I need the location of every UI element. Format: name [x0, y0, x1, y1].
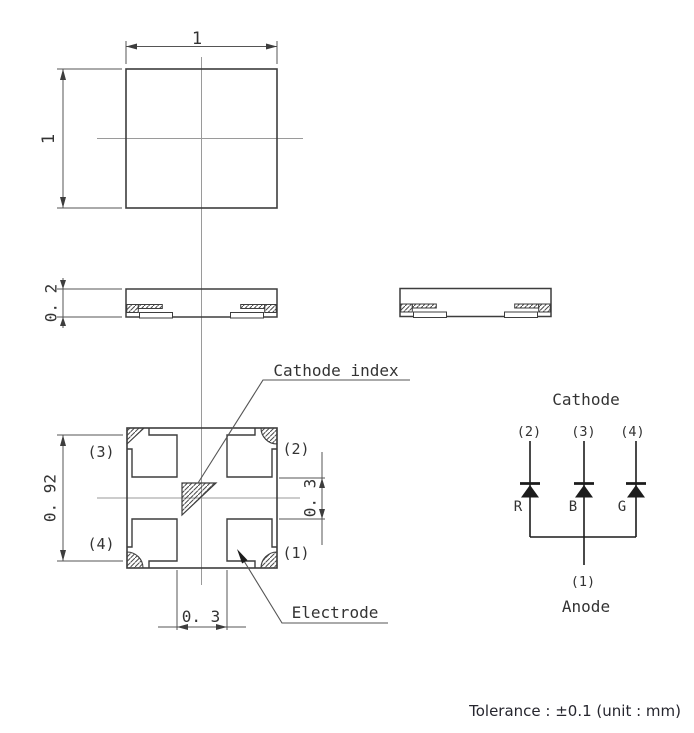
electrode-foot-left — [413, 311, 447, 318]
electrode-layer-right — [514, 303, 540, 309]
tolerance-note: Tolerance : ±0.1 (unit : mm) — [468, 702, 681, 720]
electrode-label: Electrode — [292, 603, 379, 622]
side-view-right — [399, 287, 552, 318]
cathode-index-label: Cathode index — [273, 361, 399, 380]
dim-gap-bottom — [158, 570, 246, 630]
electrode-callout: Electrode — [237, 549, 388, 624]
electrode-pads — [127, 428, 277, 568]
dim-pad-extent-value: 0. 92 — [41, 474, 60, 522]
electrode-layer-left — [137, 304, 163, 309]
electrode-layer-right — [240, 304, 266, 309]
electrode-section-right — [538, 303, 551, 313]
diode-b-triangle — [575, 485, 593, 498]
top-view: 1 1 — [39, 29, 278, 209]
electrode-section-left — [400, 303, 413, 313]
corner-mark-top-left — [126, 427, 146, 446]
dim-top-height — [57, 68, 122, 209]
electrode-section-left — [126, 304, 139, 313]
cathode-index-callout: Cathode index — [197, 361, 410, 484]
branch-r-pin: (2) — [517, 424, 541, 440]
electrode-foot-left — [139, 312, 173, 319]
electrode-arrowhead — [237, 549, 248, 564]
branch-b-color: B — [569, 499, 577, 515]
branch-g-color: G — [618, 499, 626, 515]
circuit-schematic: Cathode (2) R (3) B (4) G (1) — [514, 390, 646, 616]
electrode-foot-right — [504, 311, 538, 318]
anode-pin: (1) — [571, 574, 595, 590]
dim-top-width-value: 1 — [192, 29, 202, 49]
schematic-title: Cathode — [552, 390, 619, 409]
pad-label-3: (3) — [87, 443, 114, 461]
pad-label-4: (4) — [87, 535, 114, 553]
electrode-layer-left — [411, 303, 437, 309]
dim-pad-extent — [57, 434, 123, 562]
branch-r-color: R — [514, 499, 523, 515]
corner-mark-bottom-left — [126, 551, 144, 569]
side-view-right-outline — [399, 287, 552, 318]
electrode-foot-right — [230, 312, 264, 319]
branch-b: (3) B — [569, 424, 596, 537]
pad-label-1: (1) — [282, 544, 309, 562]
cathode-index-mark — [181, 482, 218, 517]
branch-g-pin: (4) — [620, 424, 644, 440]
pad-4-outline — [127, 518, 178, 568]
dim-top-height-value: 1 — [39, 134, 59, 144]
branch-b-pin: (3) — [571, 424, 595, 440]
corner-mark-bottom-right — [260, 551, 278, 569]
pad-3-outline — [127, 428, 178, 478]
bottom-view-outline — [126, 427, 278, 569]
pad-1-outline — [226, 518, 277, 568]
side-view-left: 0. 2 — [42, 278, 278, 328]
corner-mark-top-right — [260, 427, 278, 445]
diode-r-triangle — [521, 485, 539, 498]
anode-label: Anode — [562, 597, 610, 616]
dim-thickness — [57, 278, 122, 328]
side-view-left-outline — [125, 288, 278, 318]
pad-label-2: (2) — [282, 440, 309, 458]
pad-2-outline — [226, 428, 277, 478]
bottom-view: (3) (2) (4) (1) 0. 92 0. 3 — [41, 361, 410, 630]
diode-g-triangle — [627, 485, 645, 498]
top-view-outline — [125, 68, 278, 209]
branch-r: (2) R — [514, 424, 541, 537]
dim-thickness-value: 0. 2 — [42, 284, 61, 323]
dim-top-width — [125, 41, 278, 64]
dim-gap-bottom-value: 0. 3 — [182, 607, 221, 626]
centerlines — [97, 57, 303, 585]
branch-g: (4) G — [618, 424, 646, 537]
dim-gap-right — [279, 452, 325, 545]
electrode-section-right — [264, 304, 277, 313]
dim-gap-right-value: 0. 3 — [301, 479, 320, 518]
corner-castellations — [126, 427, 278, 569]
